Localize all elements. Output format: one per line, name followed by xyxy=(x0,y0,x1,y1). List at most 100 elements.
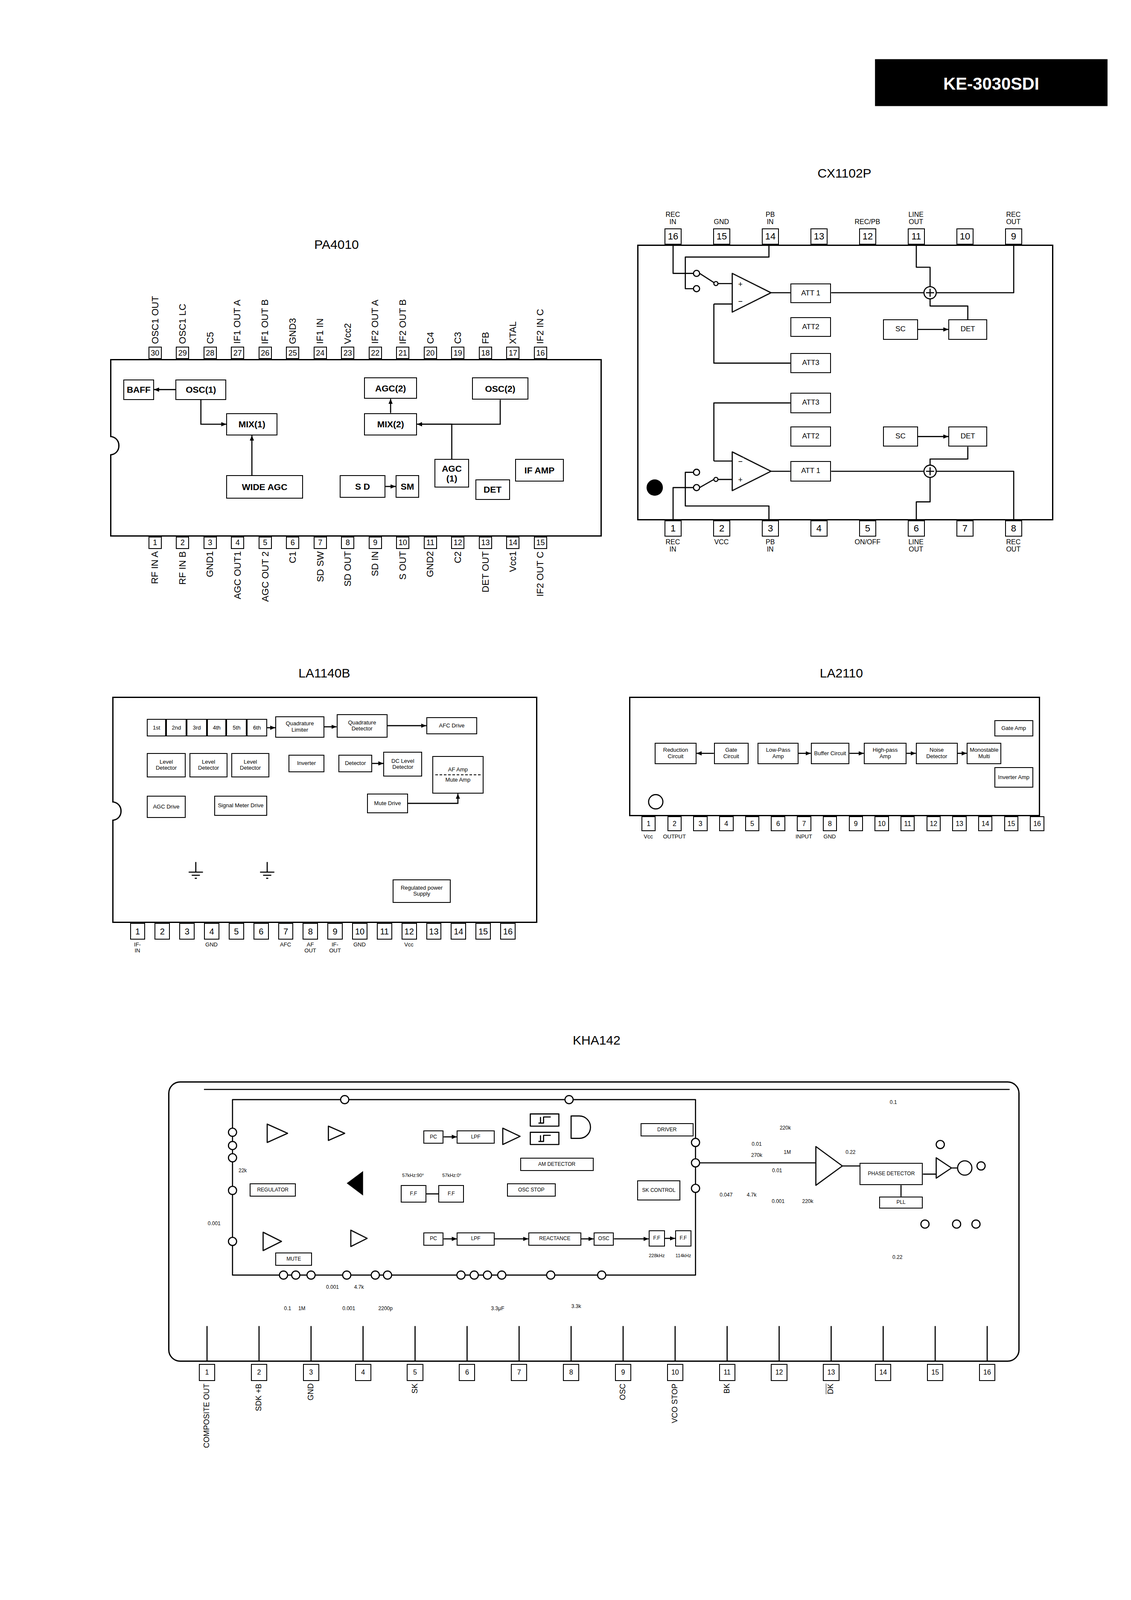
pin-number: 7 xyxy=(962,523,968,534)
pin-circle xyxy=(228,1128,237,1137)
function-block: WIDE AGC xyxy=(226,475,303,499)
pin-box: 7INPUT xyxy=(796,816,811,832)
pin-box: 24IF1 IN xyxy=(313,346,327,359)
function-block: DET xyxy=(948,426,988,447)
function-block: ATT3 xyxy=(790,392,832,414)
pin-box: 12 xyxy=(926,816,941,832)
function-block: Gate Amp xyxy=(994,719,1034,737)
pin-number: 18 xyxy=(480,349,490,357)
block-label: IF AMP xyxy=(518,465,562,476)
pin-number: 13 xyxy=(955,820,964,828)
function-block: Quadrature Limiter xyxy=(275,716,325,738)
pin-number: 21 xyxy=(398,349,408,357)
pin-name: C5 xyxy=(204,332,215,344)
pin-number: 4 xyxy=(816,523,822,534)
block-label: DRIVER xyxy=(643,1126,691,1133)
function-block: F.F xyxy=(648,1230,665,1247)
signal-connector xyxy=(408,793,458,804)
block-label: 5th xyxy=(229,724,244,731)
pin-box: 22IF2 OUT A xyxy=(368,346,382,359)
block-label: Inverter Amp xyxy=(997,774,1031,781)
function-block: REGULATOR xyxy=(249,1183,296,1197)
function-block: REACTANCE xyxy=(528,1232,582,1246)
pin-name: OSC1 LC xyxy=(177,303,188,344)
pin-box: 14 xyxy=(450,922,467,939)
pin-box: 25GND3 xyxy=(285,346,300,359)
pin-name: PB IN xyxy=(765,211,775,226)
block-label: MIX(2) xyxy=(367,419,414,429)
function-block: AGC Drive xyxy=(146,795,186,819)
block-label: 3rd xyxy=(189,724,205,731)
pin-circle xyxy=(340,1095,349,1104)
pin-box: 10 xyxy=(956,228,974,245)
chip-name: LA1140B xyxy=(298,665,350,681)
value-label: + xyxy=(737,476,744,485)
block-label: High-pass Amp xyxy=(866,746,904,760)
pin-name: IF2 IN C xyxy=(535,308,546,344)
summing-junction xyxy=(924,465,937,478)
value-label: 57kHz:90° xyxy=(401,1172,425,1178)
value-label: 270k xyxy=(750,1152,764,1159)
pin-box: 14 xyxy=(978,816,993,832)
block-label: PC xyxy=(426,1133,441,1140)
pin-box: 2VCC xyxy=(713,520,731,537)
pin-box: 30OSC1 OUT xyxy=(148,346,162,359)
pin-box: 2RF IN B xyxy=(175,536,190,549)
signal-connector xyxy=(387,725,427,727)
amplifier-symbol xyxy=(328,1125,345,1140)
block-label: OSC(1) xyxy=(178,384,224,395)
pin-box: 8REC OUT xyxy=(1005,520,1023,537)
amplifier-symbol xyxy=(816,1146,843,1186)
pin-circle xyxy=(291,1270,300,1279)
pin-circle xyxy=(371,1270,380,1279)
pin-number: 7 xyxy=(283,926,289,936)
schmitt-trigger xyxy=(530,1131,560,1145)
block-label: Gate Amp xyxy=(997,725,1031,732)
pin-box: 13 xyxy=(810,228,828,245)
amplifier-symbol xyxy=(732,451,772,491)
signal-connector xyxy=(426,1192,439,1195)
block-label: Signal Meter Drive xyxy=(217,802,265,809)
function-block: OSC STOP xyxy=(507,1183,557,1197)
function-block: Level Detector xyxy=(146,752,186,778)
pin-box: 8AF OUT xyxy=(302,922,318,939)
function-block: Low-Pass Amp xyxy=(757,742,799,764)
pin-box: 3GND xyxy=(303,1363,320,1382)
pin-circle xyxy=(228,1141,237,1150)
pin-number: 8 xyxy=(1011,523,1017,534)
pin-name: GND2 xyxy=(425,550,435,578)
pin-box: 4AGC OUT1 xyxy=(230,536,245,549)
pin-number: 5 xyxy=(233,926,239,936)
block-label: ATT2 xyxy=(793,323,829,332)
pin-name: SD IN xyxy=(370,550,380,577)
pin-circle xyxy=(342,1270,351,1279)
chip-outline: Reduction CircuitGate CircuitLow-Pass Am… xyxy=(629,696,1041,817)
pin-box: 15 xyxy=(926,1363,944,1382)
value-label: 0.001 xyxy=(341,1305,356,1312)
pin-name: C4 xyxy=(425,332,435,344)
pin-name: VCC xyxy=(714,538,729,546)
pin-number: 17 xyxy=(508,349,518,357)
signal-connector xyxy=(443,1238,457,1240)
pin-name: AF OUT xyxy=(304,941,316,954)
pin-number: 13 xyxy=(480,538,490,547)
pin-name: BK xyxy=(722,1383,732,1394)
pin-box: 15GND xyxy=(713,228,731,245)
pin-name: C1 xyxy=(287,550,298,563)
function-block: ATT3 xyxy=(790,352,832,374)
pin-box: 12 xyxy=(770,1363,788,1382)
pin-name: REC IN xyxy=(665,538,681,554)
pin-number: 1 xyxy=(135,926,140,936)
pin-number: 8 xyxy=(827,820,832,828)
function-block: Level Detector xyxy=(189,752,228,778)
signal-connector xyxy=(385,485,396,487)
pin-box: 5ON/OFF xyxy=(859,520,877,537)
pin-number: 14 xyxy=(981,820,990,828)
pin-box: 7 xyxy=(956,520,974,537)
pin-number: 6 xyxy=(776,820,781,828)
pin-name: AFC xyxy=(279,941,292,948)
pin-number: 2 xyxy=(672,820,677,828)
pin-box: 9IF-OUT xyxy=(327,922,343,939)
chip-outline: REGULATORMUTEPCLPFF.FF.FAM DETECTOROSC S… xyxy=(168,1081,1020,1362)
value-label: 0.047 xyxy=(718,1192,734,1199)
